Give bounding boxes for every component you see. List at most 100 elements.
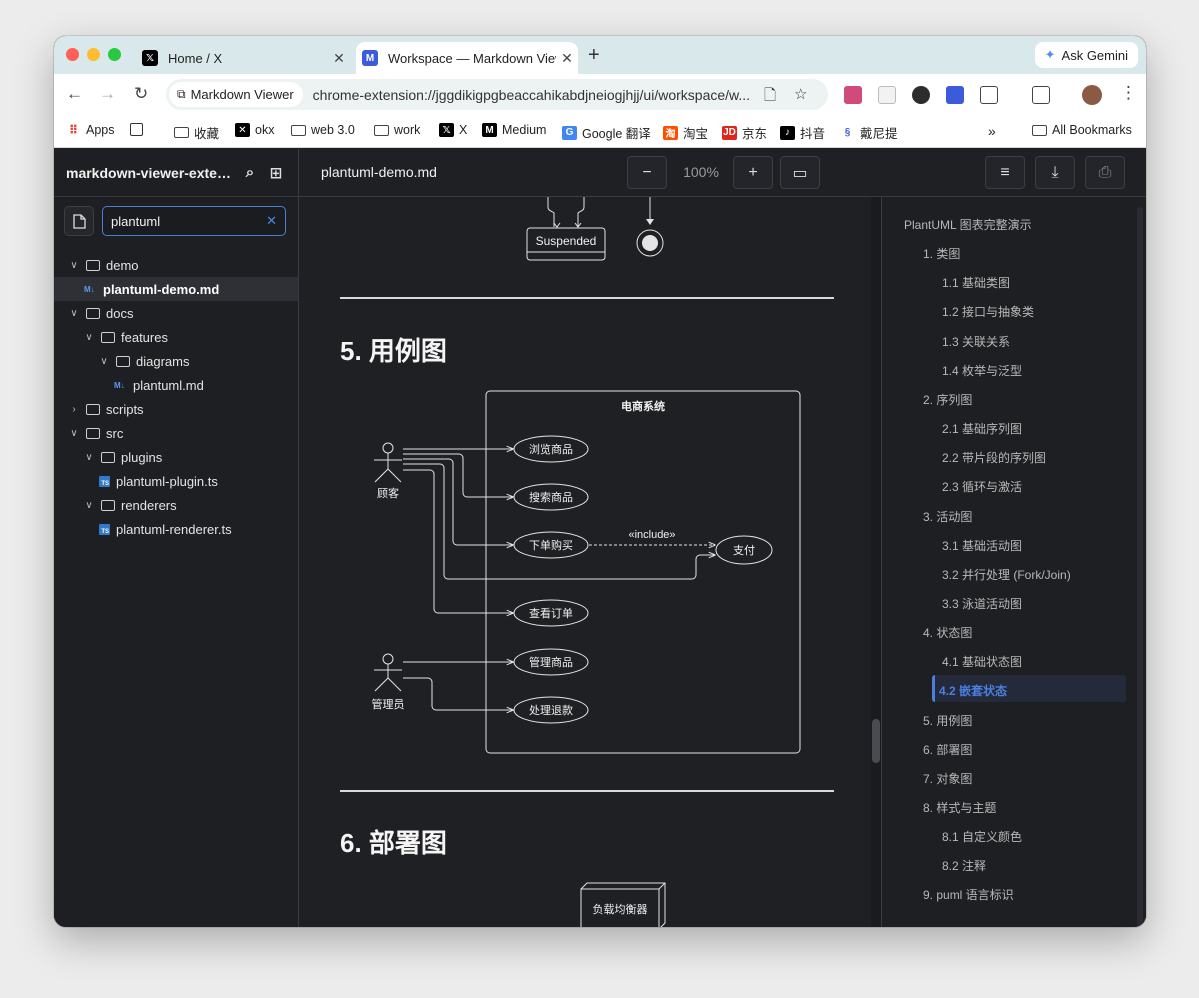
- bookmark-label: 抖音: [800, 127, 826, 141]
- toc-item[interactable]: 3.1 基础活动图: [942, 538, 1023, 553]
- toc-item[interactable]: 1. 类图: [923, 247, 961, 262]
- print-button[interactable]: ⎙: [1085, 156, 1125, 189]
- close-tab-icon[interactable]: ✕: [333, 49, 345, 66]
- zoom-in-button[interactable]: +: [733, 156, 773, 189]
- bookmark-taobao[interactable]: 淘 淘宝: [663, 123, 708, 142]
- douyin-icon: ♪: [780, 125, 795, 140]
- bookmark-folder-shoucang[interactable]: 收藏: [174, 123, 219, 142]
- tree-folder-scripts[interactable]: ›scripts: [54, 397, 298, 421]
- markdown-extension-icon[interactable]: [946, 86, 964, 104]
- toc-item[interactable]: 2. 序列图: [923, 392, 973, 407]
- tree-folder-features[interactable]: ∨features: [54, 325, 298, 349]
- bookmark-label: okx: [255, 123, 275, 137]
- forward-arrow-icon[interactable]: →: [99, 84, 116, 103]
- toc-item[interactable]: 4.2 嵌套状态: [939, 684, 1008, 699]
- tree-folder-demo[interactable]: ∨demo: [54, 253, 298, 277]
- new-file-button[interactable]: [64, 206, 94, 236]
- extensions-puzzle-icon[interactable]: [980, 86, 998, 104]
- tab-home-x[interactable]: 𝕏 Home / X ✕: [136, 42, 350, 74]
- open-folder-icon[interactable]: ⊞: [269, 164, 283, 182]
- final-state-node: [642, 235, 658, 251]
- menu-kebab-icon[interactable]: ⋮: [1120, 83, 1137, 102]
- bookmark-star-icon[interactable]: ☆: [794, 86, 808, 103]
- toc-item[interactable]: 9. puml 语言标识: [923, 888, 1014, 903]
- toc-item[interactable]: 8. 样式与主题: [923, 801, 997, 815]
- reload-icon[interactable]: ↻: [134, 84, 149, 103]
- bookmark-google-translate[interactable]: G Google 翻译: [562, 123, 651, 142]
- tree-file-plantuml-demo[interactable]: M↓plantuml-demo.md: [54, 277, 298, 301]
- tree-folder-src[interactable]: ∨src: [54, 421, 298, 445]
- folder-icon: [86, 403, 100, 415]
- toc-item[interactable]: 8.1 自定义颜色: [942, 830, 1023, 845]
- tree-folder-renderers[interactable]: ∨renderers: [54, 493, 298, 517]
- bookmark-dianetics[interactable]: § 戴尼提: [840, 123, 898, 142]
- toc-item[interactable]: 2.3 循环与激活: [942, 480, 1023, 495]
- address-bar[interactable]: ⧉ Markdown Viewer chrome-extension://jgg…: [166, 79, 828, 110]
- bookmark-apps[interactable]: ⠿ Apps: [66, 123, 115, 137]
- translate-extension-icon[interactable]: [844, 86, 862, 104]
- layout-toggle-button[interactable]: ▭: [780, 156, 820, 189]
- toc-item[interactable]: 5. 用例图: [923, 713, 973, 728]
- cursor-extension-icon[interactable]: [912, 86, 930, 104]
- grid-extension-icon[interactable]: [878, 86, 896, 104]
- bookmark-x[interactable]: 𝕏 X: [439, 123, 467, 137]
- maximize-window-button[interactable]: [108, 48, 121, 61]
- toc-item[interactable]: 1.3 关联关系: [942, 334, 1011, 349]
- download-button[interactable]: ⤓: [1035, 156, 1075, 189]
- tree-folder-docs[interactable]: ∨docs: [54, 301, 298, 325]
- usecase-search: 搜索商品: [529, 490, 573, 504]
- toc-item[interactable]: 1.4 枚举与泛型: [942, 363, 1023, 378]
- bookmark-medium[interactable]: M Medium: [482, 123, 546, 137]
- usecase-heading: 5. 用例图: [340, 336, 447, 366]
- chevron-down-icon: ∨: [85, 499, 93, 511]
- toc-item[interactable]: 7. 对象图: [923, 771, 973, 786]
- bookmarks-overflow[interactable]: »: [988, 123, 996, 139]
- toc-item[interactable]: PlantUML 图表完整演示: [904, 218, 1032, 232]
- toc-item[interactable]: 2.1 基础序列图: [942, 422, 1023, 437]
- minimize-window-button[interactable]: [87, 48, 100, 61]
- profile-avatar[interactable]: [1082, 85, 1102, 105]
- extension-chip[interactable]: ⧉ Markdown Viewer: [169, 82, 303, 107]
- zoom-out-button[interactable]: −: [627, 156, 667, 189]
- bookmark-jd[interactable]: JD 京东: [722, 123, 767, 142]
- close-tab-icon[interactable]: ✕: [561, 49, 573, 66]
- bookmark-grid[interactable]: [130, 123, 143, 136]
- bookmark-folder-web3[interactable]: web 3.0: [291, 123, 355, 137]
- toc-toggle-button[interactable]: ≡: [985, 156, 1025, 189]
- toc-item[interactable]: 3. 活动图: [923, 509, 973, 524]
- toc-item[interactable]: 1.1 基础类图: [942, 276, 1011, 291]
- file-filter-input[interactable]: plantuml ✕: [102, 206, 286, 236]
- clear-filter-icon[interactable]: ✕: [266, 213, 277, 228]
- tree-folder-diagrams[interactable]: ∨diagrams: [54, 349, 298, 373]
- tab-workspace[interactable]: M Workspace — Markdown Viewer ✕: [356, 42, 578, 74]
- toc-item[interactable]: 1.2 接口与抽象类: [942, 305, 1035, 320]
- content-scrollbar[interactable]: [871, 197, 881, 927]
- toc-item[interactable]: 6. 部署图: [923, 742, 973, 757]
- bookmark-douyin[interactable]: ♪ 抖音: [780, 123, 825, 142]
- toc-item[interactable]: 3.2 并行处理 (Fork/Join): [942, 567, 1071, 582]
- tab-search-icon[interactable]: [1032, 86, 1050, 104]
- tree-folder-plugins[interactable]: ∨plugins: [54, 445, 298, 469]
- ask-gemini-button[interactable]: ✦ Ask Gemini: [1034, 42, 1138, 68]
- toc-scrollbar[interactable]: [1137, 207, 1143, 927]
- all-bookmarks[interactable]: All Bookmarks: [1032, 123, 1132, 137]
- bookmark-folder-work[interactable]: work: [374, 123, 420, 137]
- toc-item[interactable]: 3.3 泳道活动图: [942, 596, 1023, 611]
- close-window-button[interactable]: [66, 48, 79, 61]
- page-icon[interactable]: 🗋: [764, 87, 777, 104]
- search-icon[interactable]: ⌕: [245, 164, 255, 181]
- tree-file-plantuml-md[interactable]: M↓plantuml.md: [54, 373, 298, 397]
- toc-item[interactable]: 8.2 注释: [942, 859, 987, 874]
- toc-item[interactable]: 2.2 带片段的序列图: [942, 451, 1047, 466]
- new-tab-button[interactable]: +: [588, 44, 600, 66]
- toc-item[interactable]: 4.1 基础状态图: [942, 655, 1023, 670]
- toc-item[interactable]: 4. 状态图: [923, 626, 973, 641]
- apps-grid-icon: ⠿: [68, 123, 79, 137]
- content-scroll-thumb[interactable]: [872, 719, 880, 763]
- file-icon: [72, 213, 86, 229]
- back-arrow-icon[interactable]: ←: [66, 84, 83, 103]
- bookmark-okx[interactable]: ✕ okx: [235, 123, 274, 137]
- medium-icon: M: [482, 123, 497, 137]
